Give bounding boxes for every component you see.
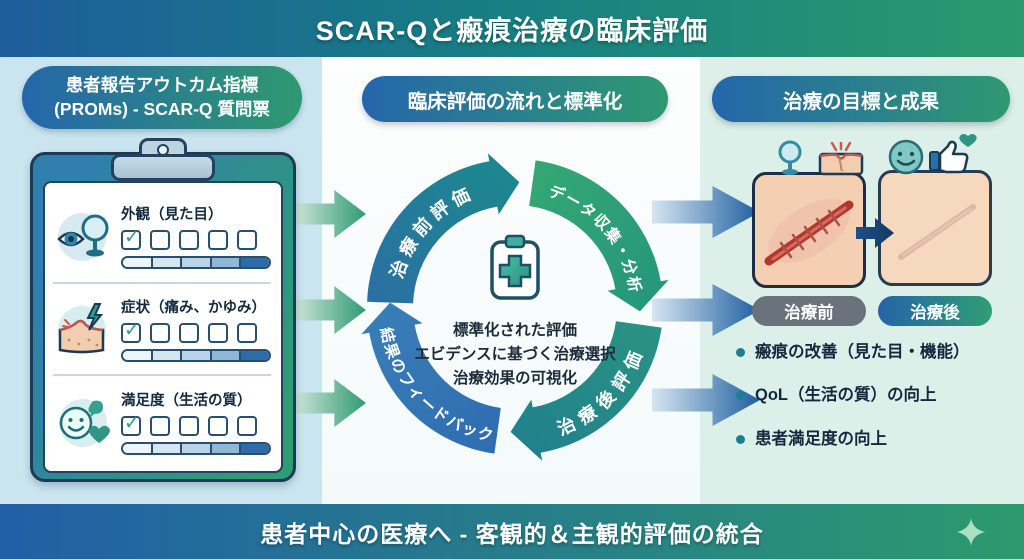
scar-before-image	[752, 172, 866, 288]
checkbox[interactable]	[237, 323, 257, 343]
question-label: 満足度（生活の質）	[121, 392, 252, 409]
page-title: SCAR-Qと瘢痕治療の臨床評価	[315, 16, 709, 46]
checkbox[interactable]	[237, 415, 257, 436]
severe-scar-illustration	[764, 198, 854, 266]
cycle-segment-pre-treatment	[367, 153, 520, 304]
questionnaire-paper: 外観（見た目） ✓	[43, 181, 283, 473]
severity-scale-bar	[121, 256, 271, 270]
check-icon: ✓	[124, 412, 140, 434]
appearance-eye-mirror-icon	[57, 213, 109, 262]
left-header-line2: (PROMs) - SCAR-Q 質問票	[54, 98, 270, 119]
cycle-center-line2: エビデンスに基づく治療選択	[414, 344, 616, 363]
clipboard-cross-icon	[490, 234, 540, 300]
checkbox[interactable]	[150, 323, 170, 343]
outcome-text: 患者満足度の向上	[755, 429, 887, 448]
outcome-text: 瘢痕の改善（見た目・機能）	[755, 343, 970, 361]
rating-checkboxes: ✓	[121, 227, 271, 251]
footer-text: 患者中心の医療へ - 客観的＆主観的評価の統合	[260, 520, 764, 547]
checkbox[interactable]	[150, 230, 170, 251]
checkbox-checked[interactable]: ✓	[121, 413, 141, 436]
satisfaction-smiley-heart-icon	[59, 398, 110, 447]
scar-q-questionnaire-clipboard: 外観（見た目） ✓	[30, 152, 296, 482]
severity-scale-bar	[121, 441, 271, 455]
skin-pain-icon	[818, 142, 864, 176]
checkbox[interactable]	[179, 230, 199, 251]
checkbox[interactable]	[179, 323, 199, 343]
checkbox[interactable]	[208, 230, 228, 251]
questionnaire-row-appearance: 外観（見た目） ✓	[53, 191, 271, 284]
rating-checkboxes: ✓	[121, 320, 271, 343]
checkbox-checked[interactable]: ✓	[121, 320, 141, 343]
left-header-line1: 患者報告アウトカム指標	[65, 75, 259, 96]
checkbox[interactable]	[237, 230, 257, 251]
check-icon: ✓	[124, 227, 140, 249]
thumbs-up-heart-icon	[929, 134, 977, 174]
list-item: QoL（生活の質）の向上	[736, 384, 1020, 406]
scar-after-image	[878, 170, 992, 286]
hand-mirror-icon	[778, 140, 802, 175]
sparkle-icon	[957, 518, 985, 546]
center-panel-header: 臨床評価の流れと標準化	[362, 76, 668, 122]
before-label-pill: 治療前	[752, 296, 866, 326]
rating-checkboxes: ✓	[121, 413, 271, 436]
after-label-pill: 治療後	[878, 296, 992, 326]
checkbox[interactable]	[208, 323, 228, 343]
cycle-segment-data-collection	[529, 160, 669, 312]
bullet-icon	[736, 434, 745, 444]
smiley-icon	[888, 139, 924, 175]
healed-scar-illustration	[898, 204, 976, 260]
checkbox[interactable]	[150, 415, 170, 436]
outcome-text: QoL（生活の質）の向上	[755, 386, 937, 405]
right-header-label: 治療の目標と成果	[782, 90, 939, 113]
questionnaire-row-satisfaction: 満足度（生活の質） ✓	[53, 376, 271, 467]
question-label: 症状（痛み、かゆみ）	[121, 300, 266, 316]
severity-scale-bar	[121, 349, 271, 362]
cycle-segment-feedback	[361, 302, 501, 454]
center-header-label: 臨床評価の流れと標準化	[407, 90, 623, 113]
bullet-icon	[736, 391, 745, 401]
question-label: 外観（見た目）	[121, 207, 223, 224]
top-banner: SCAR-Qと瘢痕治療の臨床評価	[0, 0, 1024, 57]
questionnaire-row-symptoms: 症状（痛み、かゆみ） ✓	[53, 284, 271, 377]
right-panel-header: 治療の目標と成果	[712, 76, 1010, 122]
left-panel-header: 患者報告アウトカム指標 (PROMs) - SCAR-Q 質問票	[22, 66, 302, 129]
checkbox[interactable]	[208, 415, 228, 436]
checkbox-checked[interactable]: ✓	[121, 227, 141, 251]
check-icon: ✓	[124, 320, 140, 341]
cycle-center-line1: 標準化された評価	[453, 320, 578, 339]
clinical-evaluation-cycle-diagram: 治療前評価 データ収集・分析 治療後評価 結果のフィードバック 標準化された評価…	[361, 153, 669, 461]
checkbox[interactable]	[179, 415, 199, 436]
symptom-skin-lightning-icon	[58, 303, 106, 354]
before-label: 治療前	[784, 304, 834, 322]
cycle-center-line3: 治療効果の可視化	[453, 368, 578, 387]
clipboard-clip-flange	[111, 154, 215, 181]
clipboard-clip-hole	[157, 144, 169, 156]
after-label: 治療後	[910, 304, 960, 322]
list-item: 患者満足度の向上	[736, 428, 1020, 450]
bullet-icon	[736, 348, 745, 357]
list-item: 瘢痕の改善（見た目・機能）	[736, 341, 1020, 363]
treatment-outcomes-list: 瘢痕の改善（見た目・機能） QoL（生活の質）の向上 患者満足度の向上	[736, 341, 1020, 471]
bottom-banner: 患者中心の医療へ - 客観的＆主観的評価の統合	[0, 504, 1024, 559]
cycle-segment-post-treatment	[510, 321, 662, 461]
